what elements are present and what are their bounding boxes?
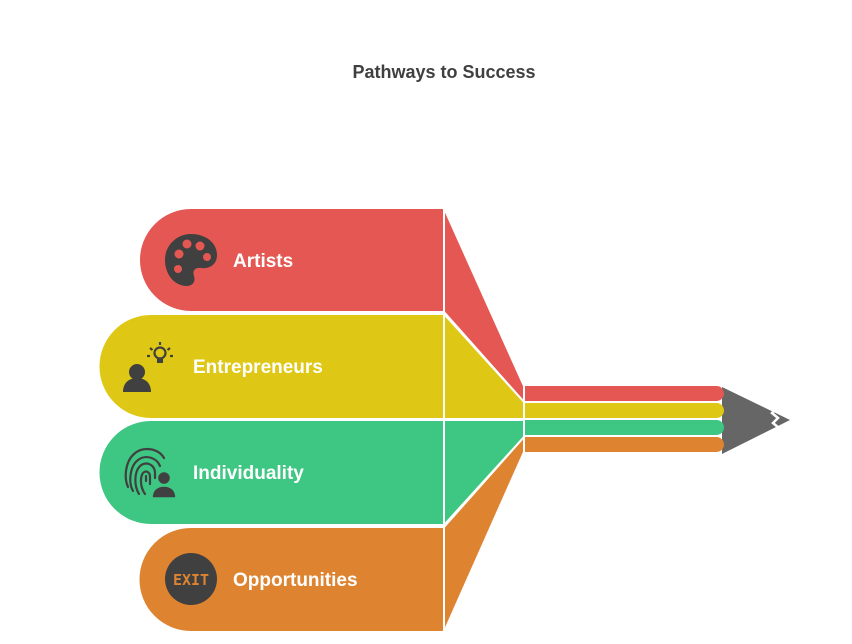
exit-sign-icon: EXIT: [165, 553, 217, 605]
exit-sign-text: EXIT: [173, 571, 209, 589]
pencil-tip-cut: [770, 402, 782, 439]
shaft-stripe-entrepreneurs: [510, 403, 724, 418]
person-lightbulb-icon: [123, 342, 173, 392]
band-artists: Artists: [138, 207, 525, 405]
person-icon: [151, 470, 177, 499]
band-entrepreneurs: Entrepreneurs: [97, 313, 525, 420]
fingerprint-person-icon: [124, 448, 166, 496]
band-label-opportunities: Opportunities: [233, 570, 358, 591]
shaft-stripe-opportunities: [510, 437, 724, 452]
band-individuality: Individuality: [97, 419, 525, 526]
shaft-stripe-individuality: [510, 420, 724, 435]
band-opportunities: EXIT Opportunities: [137, 434, 525, 633]
pencil-tip: [722, 387, 790, 454]
band-label-individuality: Individuality: [193, 463, 304, 484]
shaft-stripe-artists: [510, 386, 724, 401]
palette-icon: [165, 234, 217, 286]
band-label-artists: Artists: [233, 251, 293, 272]
diagram-title: Pathways to Success: [352, 62, 536, 82]
band-label-entrepreneurs: Entrepreneurs: [193, 357, 323, 378]
